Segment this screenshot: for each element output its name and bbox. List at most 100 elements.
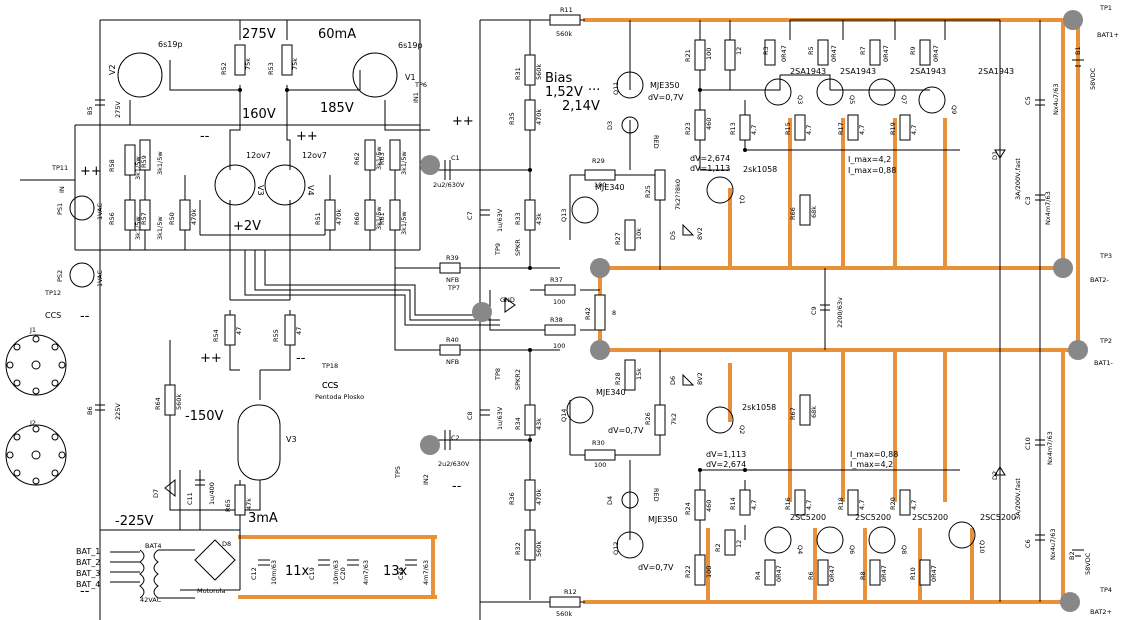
battery-b1: B1 58VDC <box>1072 46 1097 90</box>
r25-label: R25 <box>644 185 652 198</box>
c8-label: C8 <box>466 411 474 420</box>
r62v-label: 3k1/5w <box>375 146 383 170</box>
capacitor-c2: C2 2u2/630V <box>438 430 470 468</box>
r38-label: R38 <box>550 316 563 324</box>
tube-ccs-type: Pentoda Plosko <box>315 393 364 401</box>
resistor-r55: R55 47 <box>272 314 303 346</box>
r4v-label: 0R47 <box>775 565 783 582</box>
capacitor-c8: C8 1u/63V <box>466 406 504 430</box>
transistor-q13: Q13 MJE340 <box>560 183 625 224</box>
r53-label: R53 <box>267 62 275 75</box>
r53v-label: 75k <box>291 58 299 70</box>
r37-label: R37 <box>550 276 563 284</box>
r32-label: R32 <box>514 542 522 555</box>
dv1113b-label: dV=1,113 <box>706 450 746 459</box>
capacitor-c3: C3 Nx4m7/63 <box>1024 191 1052 225</box>
d7-label: D7 <box>152 489 160 498</box>
input-in1: IN1 <box>412 92 420 103</box>
transistor-q9: Q9 2SA1943 <box>918 67 1014 114</box>
r3v-label: 0R47 <box>780 45 788 62</box>
resistor-r16: R16 4,7 <box>784 489 813 516</box>
c8v-label: 1u/63V <box>496 406 504 430</box>
transistor-q8: Q8 2SC5200 <box>868 513 948 554</box>
r29-label: R29 <box>592 157 605 165</box>
q7-label: Q7 <box>900 95 908 104</box>
d8t-label: Motorola <box>197 587 225 595</box>
resistor-r18: R18 4,7 <box>837 489 866 516</box>
tube-v4-right: V4 12ov7 <box>264 151 327 206</box>
connector-j2: J2 <box>5 419 67 486</box>
bat2-label: BAT_2 <box>76 558 100 567</box>
r67v-label: 68k <box>810 406 818 418</box>
resistor-r7: R7 0R47 <box>859 39 890 66</box>
mm1-label: -- <box>80 309 90 324</box>
r14-label: R14 <box>729 497 737 510</box>
ports-and-connectors: PS1 1VAC PS2 1VAC TP11 IN TP12 CCS TP6 I… <box>5 4 1119 616</box>
b6-label: B6 <box>86 406 94 415</box>
r27v-label: 10k <box>635 228 643 240</box>
r10v-label: 0R47 <box>930 565 938 582</box>
transistor-q10: Q10 2SC5200 <box>948 513 1016 553</box>
q13-label: Q13 <box>560 209 568 222</box>
c34-label: C34 <box>397 567 405 580</box>
resistor-r52: R52 75k <box>220 44 252 76</box>
r19-label: R19 <box>889 122 897 135</box>
b6v-label: 225V <box>114 403 122 420</box>
r11-label: R11 <box>560 6 573 14</box>
q10-label: Q10 <box>978 540 986 553</box>
resistor-r61: R61 3k1/5w <box>378 199 408 235</box>
resistor-r57: R57 3k1/5w <box>139 199 164 240</box>
c6-label: C6 <box>1024 539 1032 548</box>
transistor-q11: Q11 MJE350 <box>612 71 680 99</box>
resistor-r26: R26 7k2 <box>644 404 678 436</box>
resistor-r15: R15 4,7 <box>784 114 813 141</box>
speaker2-label: SPKR2 <box>514 369 522 390</box>
r36v-label: 470k <box>535 489 543 505</box>
d1t-label: 3A/200V,fast <box>1014 158 1022 200</box>
r16v-label: 4,7 <box>805 500 813 510</box>
c12-label: C12 <box>250 567 258 580</box>
r1v-label: 12 <box>735 47 743 55</box>
d4t-label: RED <box>652 488 660 502</box>
q8t-label: 2SC5200 <box>912 513 948 522</box>
r21-label: R21 <box>684 49 692 62</box>
source-ps2: PS2 1VAC <box>56 262 104 288</box>
r38v-label: 100 <box>553 342 565 350</box>
power-rails <box>238 18 1080 604</box>
resistor-r5: R5 0R47 <box>807 39 838 66</box>
resistor-r17: R17 4,7 <box>837 114 866 141</box>
r65v-label: 47k <box>245 498 253 510</box>
testpoint-tp8: TP8 <box>494 368 502 381</box>
q2-label: Q2 <box>738 425 746 434</box>
resistor-r53: R53 75k <box>267 44 299 76</box>
pp2-label: ++ <box>296 129 318 144</box>
r9-label: R9 <box>909 46 917 55</box>
resistor-r2: R2 12 <box>714 529 743 556</box>
r34-label: R34 <box>514 417 522 430</box>
resistor-r65: R65 47k <box>224 484 253 516</box>
r36-label: R36 <box>508 492 516 505</box>
connector-j1: J1 <box>5 326 67 396</box>
resistor-r64: R64 560k <box>154 384 183 416</box>
bat2-plus-label: BAT2+ <box>1090 608 1112 616</box>
r26-label: R26 <box>644 412 652 425</box>
resistor-r40: R40 NFB <box>439 336 461 366</box>
q8-label: Q8 <box>900 545 908 554</box>
zener-d5: D5 8V2 <box>669 223 704 240</box>
r52v-label: 75k <box>244 58 252 70</box>
c2-label: C2 <box>451 434 460 442</box>
speaker-label: SPKR <box>514 239 522 256</box>
capacitor-c34: C34 4m7/63 <box>397 559 430 585</box>
r16-label: R16 <box>784 497 792 510</box>
r25v-label: 7k2??8k0 <box>674 179 682 210</box>
resistor-r66: R66 68k <box>789 194 818 226</box>
pp4-label: ++ <box>200 351 222 366</box>
resistor-r56: R56 3k1/5w <box>108 199 142 240</box>
r5-label: R5 <box>807 46 815 55</box>
ground-symbol: GND <box>500 296 516 313</box>
dv2674b-label: dV=2,674 <box>706 460 746 469</box>
transistor-q5: Q5 2SA1943 <box>816 67 876 106</box>
imax42-label: I_max=4,2 <box>848 155 891 164</box>
c2v-label: 2u2/630V <box>438 460 470 468</box>
resistor-r3: R3 0R47 <box>762 39 788 66</box>
